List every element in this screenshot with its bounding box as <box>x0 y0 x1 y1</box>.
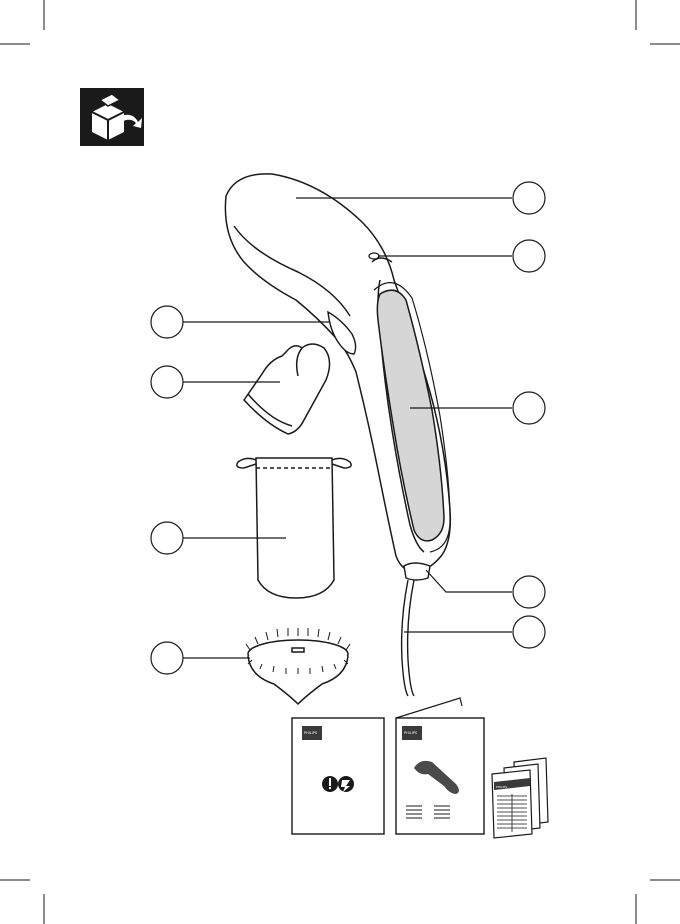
worldwide-guarantee: PHILIPS <box>492 758 548 838</box>
heat-resistant-glove <box>244 344 330 434</box>
user-manual: PHILIPS <box>396 698 484 834</box>
user-manual-brand: PHILIPS <box>404 731 418 735</box>
steam-indicator-light <box>369 253 379 259</box>
guarantee-brand: PHILIPS <box>496 785 507 789</box>
brush-attachment <box>246 628 350 704</box>
safety-leaflet: PHILIPS <box>292 718 384 834</box>
power-cord-inlet <box>404 563 430 580</box>
storage-pouch <box>237 458 351 598</box>
safety-leaflet-brand: PHILIPS <box>304 731 318 735</box>
unboxing-icon <box>80 88 144 146</box>
power-cord <box>402 580 414 696</box>
